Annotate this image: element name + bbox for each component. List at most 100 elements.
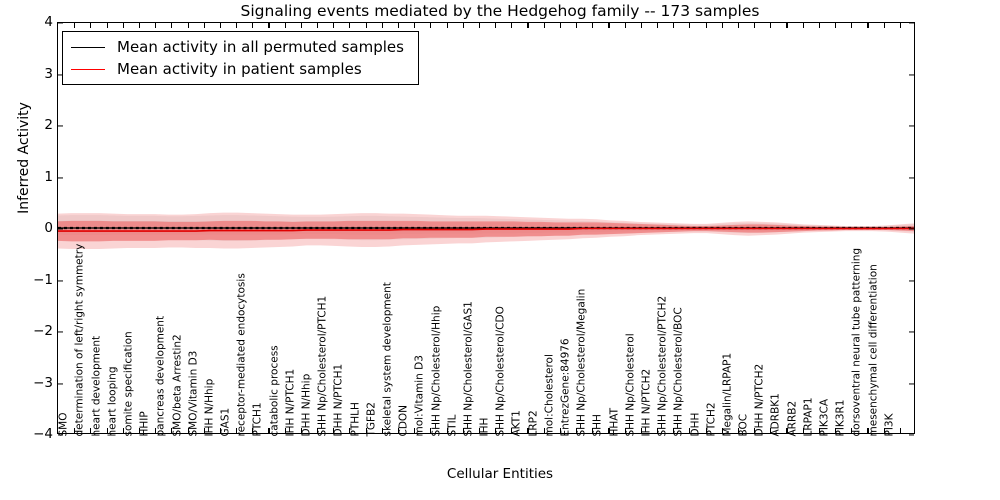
- x-tick-label: HHIP: [138, 410, 151, 436]
- x-tick-mark: [721, 23, 723, 28]
- x-tick-mark: [349, 428, 351, 433]
- x-tick-mark: [284, 23, 286, 28]
- y-tick-label: 4: [44, 14, 53, 30]
- plot-area: [57, 22, 915, 436]
- y-tick-label: −3: [33, 374, 53, 391]
- x-tick-label: SHH Np/Cholesterol/PTCH2: [656, 295, 669, 436]
- x-tick-mark: [268, 23, 270, 28]
- x-tick-label: PTCH2: [705, 401, 718, 436]
- y-tick-label: 0: [44, 220, 53, 236]
- y-tick-mark: [909, 331, 914, 333]
- x-tick-label: CDON: [397, 404, 410, 436]
- x-tick-label: LRPAP1: [802, 396, 815, 436]
- x-tick-mark: [835, 23, 837, 28]
- x-tick-mark: [640, 23, 642, 28]
- x-tick-label: mol:Vitamin D3: [413, 354, 426, 436]
- x-tick-label: STIL: [446, 413, 459, 436]
- y-tick-mark: [909, 434, 914, 436]
- x-tick-mark: [187, 428, 189, 433]
- x-tick-mark: [284, 428, 286, 433]
- chart-title: Signaling events mediated by the Hedgeho…: [240, 2, 760, 20]
- x-tick-mark: [624, 23, 626, 28]
- x-tick-mark: [673, 428, 675, 433]
- x-tick-mark: [74, 428, 76, 433]
- x-tick-label: heart looping: [106, 366, 119, 436]
- x-tick-mark: [867, 23, 869, 28]
- plot-inner: [58, 23, 914, 433]
- x-tick-mark: [818, 23, 820, 28]
- x-tick-label: GAS1: [219, 407, 232, 436]
- x-tick-mark: [155, 428, 157, 433]
- x-tick-mark: [576, 428, 578, 433]
- x-tick-mark: [754, 428, 756, 433]
- x-tick-label: DHH: [689, 412, 702, 436]
- x-tick-mark: [365, 428, 367, 433]
- y-tick-label: −4: [33, 426, 53, 442]
- y-tick-mark: [58, 434, 63, 436]
- x-tick-mark: [203, 23, 205, 28]
- x-tick-mark: [689, 428, 691, 433]
- x-tick-mark: [689, 23, 691, 28]
- x-tick-label: PIK3CA: [818, 398, 831, 436]
- x-tick-label: HHAT: [608, 407, 621, 436]
- x-tick-mark: [203, 428, 205, 433]
- x-tick-label: skeletal system development: [381, 281, 394, 436]
- x-tick-mark: [867, 428, 869, 433]
- x-tick-mark: [883, 23, 885, 28]
- x-tick-mark: [543, 23, 545, 28]
- x-tick-mark: [786, 23, 788, 28]
- x-tick-mark: [381, 23, 383, 28]
- x-tick-label: pancreas development: [154, 315, 167, 436]
- x-tick-mark: [721, 428, 723, 433]
- legend-label-patient: Mean activity in patient samples: [117, 60, 362, 78]
- y-tick-mark: [909, 125, 914, 127]
- y-tick-mark: [58, 228, 63, 230]
- y-axis-label: Inferred Activity: [16, 102, 32, 214]
- x-tick-label: TGFB2: [365, 401, 378, 436]
- x-tick-label: receptor-mediated endocytosis: [235, 272, 248, 436]
- x-tick-mark: [252, 23, 254, 28]
- x-tick-mark: [414, 428, 416, 433]
- x-tick-mark: [851, 428, 853, 433]
- x-tick-mark: [187, 23, 189, 28]
- y-tick-mark: [909, 176, 914, 179]
- x-tick-mark: [770, 428, 772, 433]
- x-tick-mark: [397, 428, 400, 433]
- x-tick-label: mol:Cholesterol: [543, 353, 556, 436]
- x-tick-label: SHH: [591, 413, 604, 436]
- x-tick-label: IHH: [478, 417, 491, 436]
- x-tick-mark: [786, 428, 788, 433]
- x-tick-mark: [640, 428, 642, 433]
- y-tick-label: 1: [44, 168, 53, 185]
- x-tick-mark: [527, 428, 529, 433]
- x-tick-mark: [300, 428, 302, 433]
- x-tick-label: LRP2: [527, 409, 540, 436]
- legend-label-permuted: Mean activity in all permuted samples: [117, 38, 404, 56]
- x-tick-mark: [236, 23, 238, 28]
- x-tick-mark: [122, 428, 124, 433]
- x-tick-mark: [754, 23, 756, 28]
- x-tick-mark: [559, 428, 561, 433]
- x-tick-mark: [737, 23, 740, 28]
- x-tick-label: ARRB2: [786, 400, 799, 436]
- x-axis-label: Cellular Entities: [446, 466, 554, 482]
- x-tick-label: SMO: [57, 412, 70, 436]
- x-tick-mark: [770, 23, 772, 28]
- x-tick-label: SHH Np/Cholesterol: [624, 332, 637, 436]
- x-tick-label: PTCH1: [251, 401, 264, 436]
- x-tick-label: PI3K: [883, 413, 896, 436]
- x-tick-mark: [495, 428, 497, 433]
- x-tick-label: PTHLH: [349, 401, 362, 436]
- x-tick-mark: [883, 428, 885, 433]
- x-tick-label: SMO/Vitamin D3: [187, 350, 200, 436]
- x-tick-mark: [673, 23, 675, 28]
- activity-band: [58, 212, 914, 250]
- x-tick-mark: [74, 23, 76, 28]
- x-tick-mark: [268, 428, 270, 433]
- legend-item-permuted: Mean activity in all permuted samples: [71, 38, 404, 56]
- legend: Mean activity in all permuted samples Me…: [62, 31, 419, 85]
- x-tick-mark: [495, 23, 497, 28]
- x-tick-mark: [90, 428, 92, 433]
- x-tick-mark: [851, 23, 853, 28]
- x-tick-mark: [527, 23, 529, 28]
